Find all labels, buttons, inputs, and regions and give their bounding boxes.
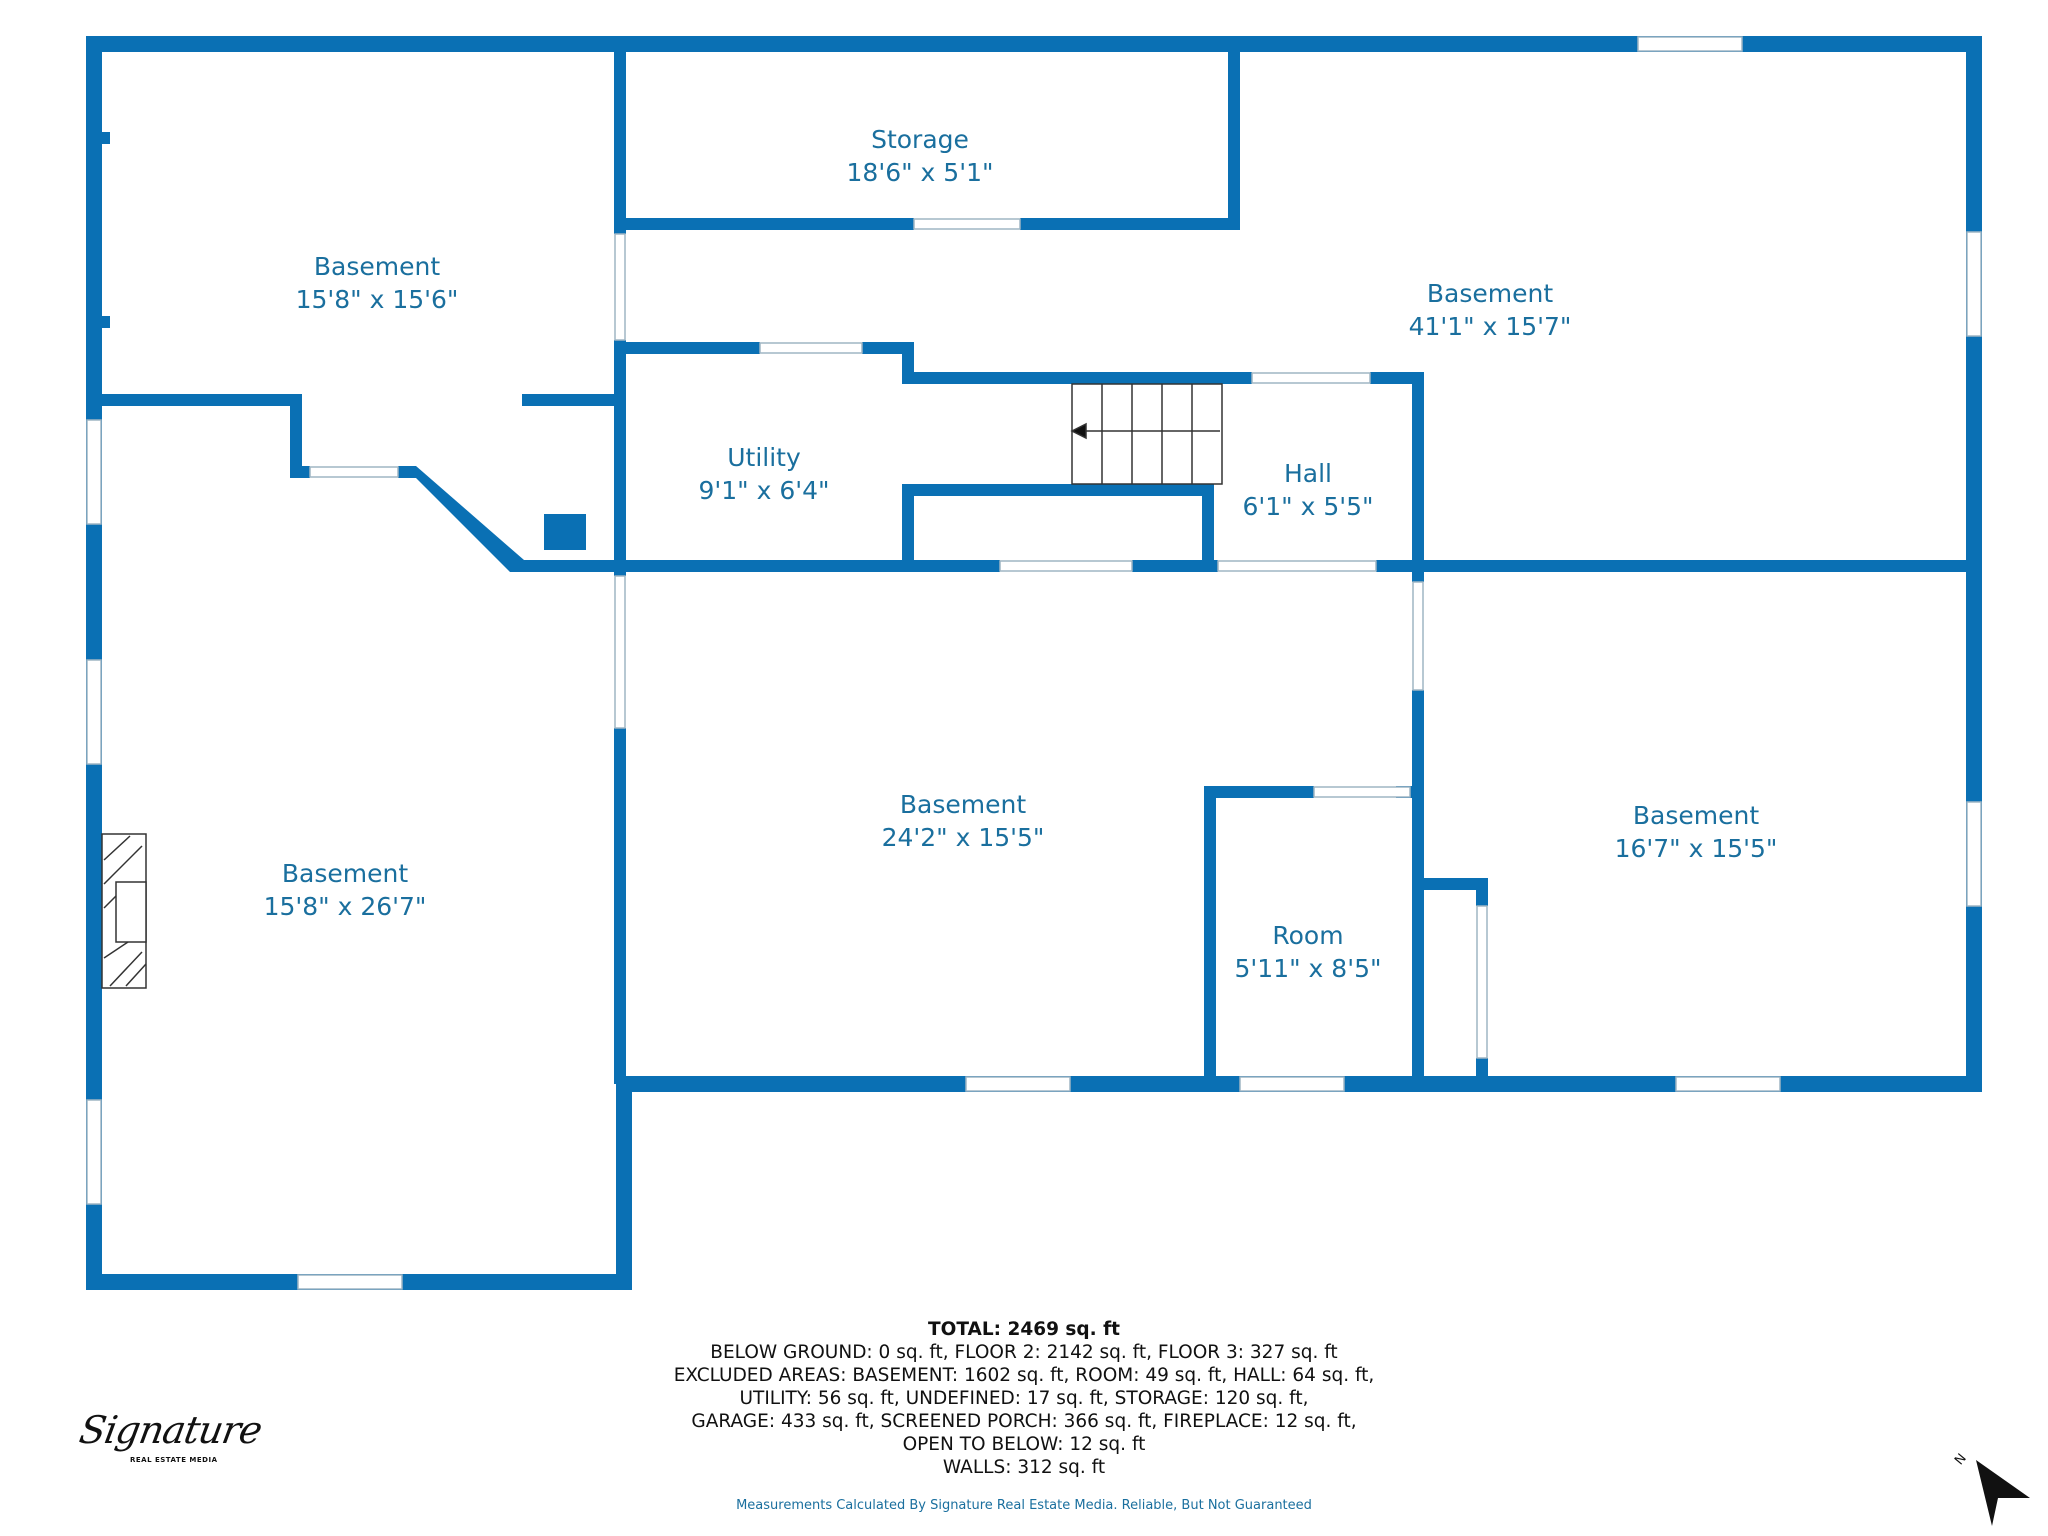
wall-stairs-left [902, 484, 914, 560]
column [544, 514, 586, 550]
room-dims: 15'8" x 15'6" [296, 285, 459, 314]
wall-storage-1 [620, 218, 914, 230]
room-name: Room [1272, 921, 1343, 950]
room-name: Hall [1284, 459, 1332, 488]
room-name: Storage [871, 125, 969, 154]
room-storage: Storage 18'6" x 5'1" [847, 125, 994, 187]
wall-mid-1 [520, 560, 1000, 572]
wall-v3 [614, 728, 626, 1084]
north-arrow-icon: N [1952, 1451, 2030, 1526]
wall-u4 [902, 372, 1252, 384]
wall-r1 [1412, 690, 1424, 1092]
room-name: Basement [282, 859, 408, 888]
wall-mid-2 [1132, 560, 1218, 572]
wall-diagonal [404, 466, 524, 572]
room-hall: Hall 6'1" x 5'5" [1242, 459, 1373, 521]
summary-line: GARAGE: 433 sq. ft, SCREENED PORCH: 366 … [691, 1411, 1357, 1432]
walls [86, 36, 1982, 1290]
room-dims: 15'8" x 26'7" [264, 892, 427, 921]
wall-l1 [102, 394, 302, 406]
wall-storage-3 [1228, 52, 1240, 230]
area-summary: TOTAL: 2469 sq. ft BELOW GROUND: 0 sq. f… [574, 1318, 1474, 1479]
windows [86, 36, 1982, 1290]
wall-r4 [1476, 878, 1488, 906]
room-name: Utility [727, 443, 801, 472]
signature-logo-icon: Signature REAL ESTATE MEDIA [72, 1400, 265, 1480]
wall-room-top [1204, 786, 1314, 798]
summary-line: WALLS: 312 sq. ft [942, 1457, 1106, 1478]
room-dims: 24'2" x 15'5" [882, 823, 1045, 852]
room-dims: 6'1" x 5'5" [1242, 492, 1373, 521]
stub-1 [102, 132, 110, 144]
total-area: TOTAL: 2469 sq. ft [927, 1319, 1121, 1340]
room-name: Basement [1427, 279, 1553, 308]
fireplace-icon [101, 833, 147, 989]
wall-u1 [620, 342, 760, 354]
logo-script: Signature [76, 1408, 265, 1452]
room-dims: 18'6" x 5'1" [847, 158, 994, 187]
wall-hall-right [1412, 372, 1424, 582]
room-dims: 5'11" x 8'5" [1235, 954, 1382, 983]
wall-r3 [1412, 878, 1488, 890]
wall-u5 [1370, 372, 1422, 384]
room-dims: 41'1" x 15'7" [1409, 312, 1572, 341]
wall-room-left [1204, 786, 1216, 1086]
room-name: Basement [314, 252, 440, 281]
room-basement-sw: Basement 15'8" x 26'7" [264, 859, 427, 921]
wall-l5 [522, 394, 620, 406]
room-basement-se: Basement 16'7" x 15'5" [1615, 801, 1778, 863]
room-utility: Utility 9'1" x 6'4" [698, 443, 829, 505]
summary-line: OPEN TO BELOW: 12 sq. ft [902, 1434, 1146, 1455]
wall-v2 [614, 340, 626, 576]
wall-v1 [614, 52, 626, 234]
summary-line: EXCLUDED AREAS: BASEMENT: 1602 sq. ft, R… [673, 1365, 1375, 1386]
logo-sub: REAL ESTATE MEDIA [130, 1456, 218, 1464]
wall-l3 [290, 466, 310, 478]
room-room: Room 5'11" x 8'5" [1235, 921, 1382, 983]
wall-u3 [902, 342, 914, 380]
wall-l2 [290, 394, 302, 476]
summary-line: UTILITY: 56 sq. ft, UNDEFINED: 17 sq. ft… [739, 1388, 1309, 1409]
stairs-icon [1070, 383, 1223, 485]
wall-u2 [862, 342, 912, 354]
room-dims: 16'7" x 15'5" [1615, 834, 1778, 863]
room-basement-ne: Basement 41'1" x 15'7" [1409, 279, 1572, 341]
room-name: Basement [900, 790, 1026, 819]
room-dims: 9'1" x 6'4" [698, 476, 829, 505]
stub-2 [102, 316, 110, 328]
north-label: N [1952, 1451, 1970, 1468]
wall-stairs-right [1202, 484, 1214, 560]
wall-mid-3 [1376, 560, 1982, 572]
wall-stairs-bottom [902, 484, 1212, 496]
wall-ell [616, 1076, 632, 1290]
wall-storage-2 [1020, 218, 1240, 230]
room-basement-nw: Basement 15'8" x 15'6" [296, 252, 459, 314]
summary-line: BELOW GROUND: 0 sq. ft, FLOOR 2: 2142 sq… [710, 1342, 1338, 1363]
room-basement-center: Basement 24'2" x 15'5" [882, 790, 1045, 852]
wall-r5 [1476, 1058, 1488, 1092]
disclaimer: Measurements Calculated By Signature Rea… [736, 1498, 1312, 1513]
wall-top [86, 36, 1982, 52]
room-name: Basement [1633, 801, 1759, 830]
